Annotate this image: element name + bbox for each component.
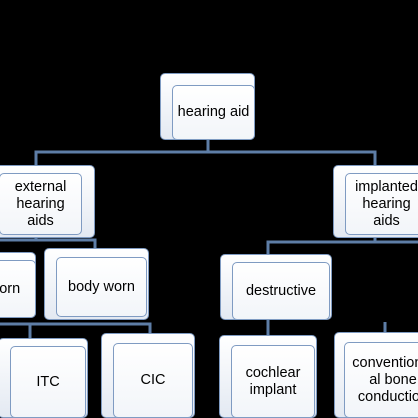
node-label: conventional al bone conduction [352,354,418,405]
node-hearing-aid: hearing aid [160,73,255,140]
node-label: ear worn [0,280,21,297]
node-label: CIC [140,372,166,388]
node-cochlear-implant: cochlear implant [219,335,317,418]
node-cic: CIC [101,333,195,418]
node-itc: ITC [0,338,88,418]
node-label: external hearing aids [14,178,67,229]
node-body-worn: body worn [44,248,149,320]
node-label: implanted hearing aids [355,178,418,229]
node-conventional-bone-conduction: conventional al bone conduction [334,332,418,418]
node-destructive: destructive [220,254,332,320]
connector-implanted-children [266,238,418,254]
node-label: hearing aid [177,104,250,120]
node-label: destructive [245,282,317,299]
node-label: ITC [36,373,60,390]
connector-root-children [34,140,377,165]
node-external-hearing-aids: external hearing aids [0,165,95,238]
node-label: body worn [68,278,135,295]
node-ear-worn: ear worn [0,252,36,318]
node-label: cochlear implant [245,364,301,398]
node-implanted-hearing-aids: implanted hearing aids [333,165,418,238]
